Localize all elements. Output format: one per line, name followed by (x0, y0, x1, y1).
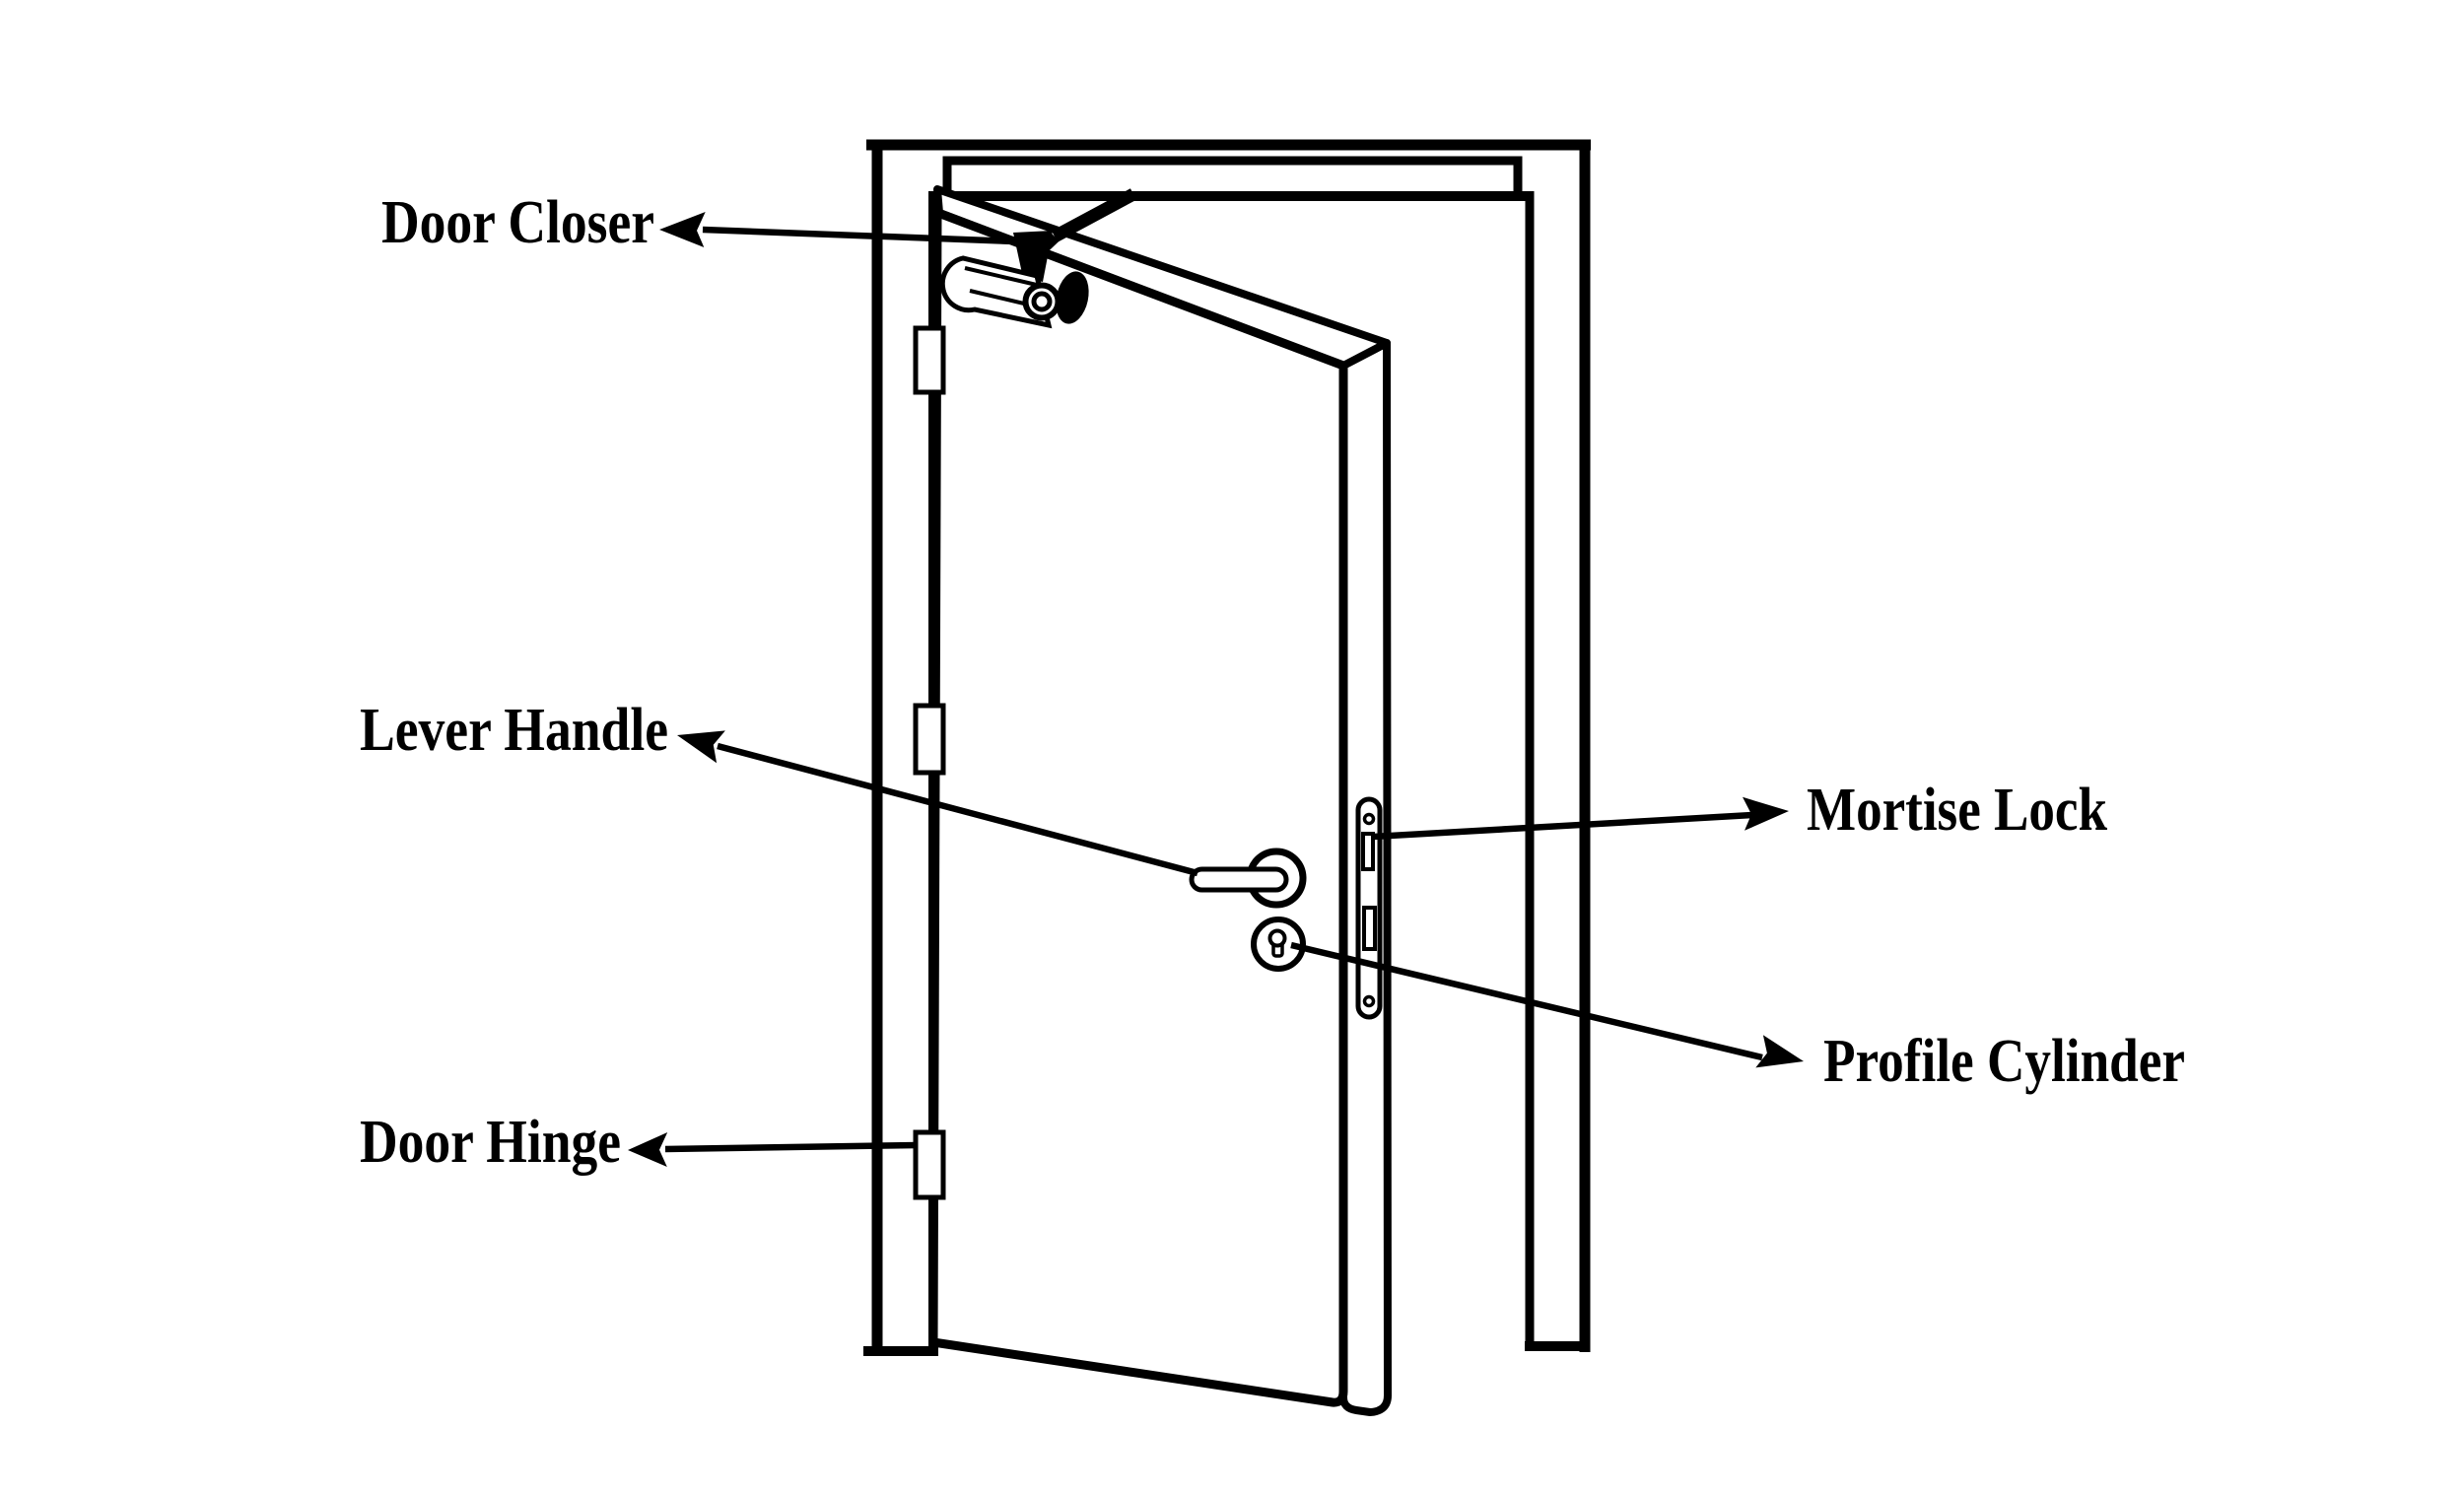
door-closer-body (939, 255, 1053, 329)
door-closer-pivot-inner (1031, 291, 1053, 312)
door-front-face (928, 208, 1348, 1407)
mortise-screw-bottom (1362, 994, 1376, 1008)
lever-handle-bar (1189, 866, 1289, 893)
label-lever-handle: Lever Handle (360, 697, 668, 764)
door-hinge-callout-line (664, 1141, 919, 1153)
door-hinge-bottom (913, 1129, 946, 1200)
profile-cylinder-arrowhead-icon (1755, 1035, 1804, 1068)
door-hinge-top (913, 325, 946, 395)
mortise-lock-callout-line (1372, 811, 1753, 841)
lever-handle-device (1189, 848, 1307, 909)
door-hinge-arrowhead-icon (628, 1132, 668, 1167)
door-closer-bracket (1013, 231, 1053, 282)
door-closer-endcap (1056, 271, 1089, 324)
door-closer-device (939, 188, 1137, 329)
label-mortise-lock: Mortise Lock (1807, 777, 2107, 844)
callouts (628, 212, 1804, 1167)
door-closer-arm (1051, 188, 1137, 242)
label-door-closer: Door Closer (381, 189, 654, 256)
mortise-lock-faceplate (1355, 796, 1383, 1020)
door-hinges (913, 325, 946, 1200)
mortise-latch-cutout (1361, 832, 1375, 871)
door-hinge-middle (913, 703, 946, 776)
profile-cylinder-callout-line (1290, 941, 1763, 1061)
frame-head-architrave (942, 156, 1523, 196)
mortise-lock-arrowhead-icon (1743, 796, 1789, 831)
lever-handle-callout-line (717, 742, 1198, 877)
label-door-hinge: Door Hinge (360, 1109, 621, 1176)
mortise-bolt-cutout (1362, 906, 1377, 951)
door-slab (928, 185, 1392, 1416)
profile-cylinder-device (1251, 917, 1306, 972)
door-closer-arrowhead-icon (659, 212, 706, 247)
lever-handle-arrowhead-icon (677, 730, 725, 764)
door-closer-body-line1 (964, 266, 1042, 288)
label-profile-cylinder: Profile Cylinder (1823, 1028, 2185, 1095)
labels: Door Closer Lever Handle Door Hinge Mort… (360, 189, 2185, 1176)
door-closer-callout-line (702, 226, 1016, 245)
keyhole-circle (1267, 928, 1287, 948)
mortise-screw-top (1362, 812, 1376, 826)
